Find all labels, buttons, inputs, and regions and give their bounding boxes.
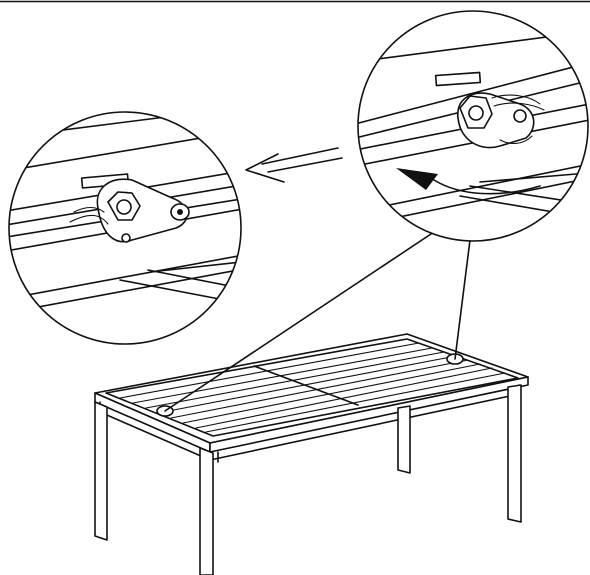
table-slats	[119, 342, 506, 433]
table-legs	[94, 384, 522, 575]
latch-clip-icon	[434, 71, 545, 149]
rotate-arrow-icon	[396, 168, 541, 195]
table	[94, 333, 529, 575]
latch-clip-icon	[69, 173, 190, 243]
callout-detail-left	[8, 111, 242, 345]
callout-detail-right	[357, 10, 589, 242]
arrow-left-icon	[245, 147, 343, 183]
callout-leaders	[164, 227, 471, 412]
